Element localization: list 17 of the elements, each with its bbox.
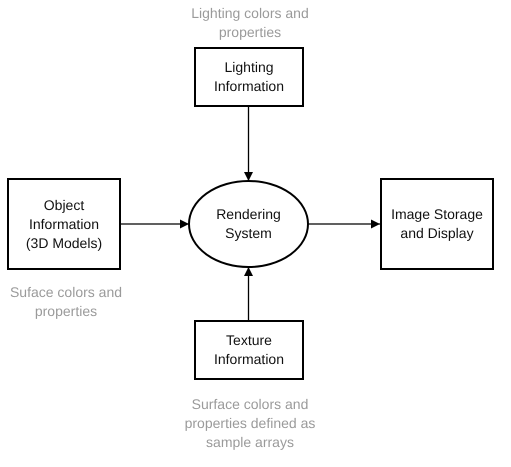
- node-label: Rendering System: [215, 205, 282, 243]
- annotation-text: Surface colors and properties defined as sample arrays: [184, 395, 316, 452]
- arrow: [244, 107, 253, 181]
- arrow: [121, 220, 189, 228]
- arrow: [244, 267, 253, 320]
- annotation-text: Suface colors and properties: [8, 283, 124, 321]
- annotation-text: Lighting colors and properties: [190, 4, 310, 42]
- process-box: [194, 320, 304, 380]
- node-label: Texture Information: [212, 331, 286, 369]
- process-box: [194, 47, 304, 107]
- process-box: [380, 178, 494, 270]
- node-label: Object Information (3D Models): [24, 196, 104, 252]
- node-label: Lighting Information: [212, 58, 286, 96]
- process-box: [7, 178, 121, 270]
- arrow: [308, 220, 380, 228]
- node-label: Image Storage and Display: [390, 205, 484, 243]
- ellipse-node: [188, 180, 309, 268]
